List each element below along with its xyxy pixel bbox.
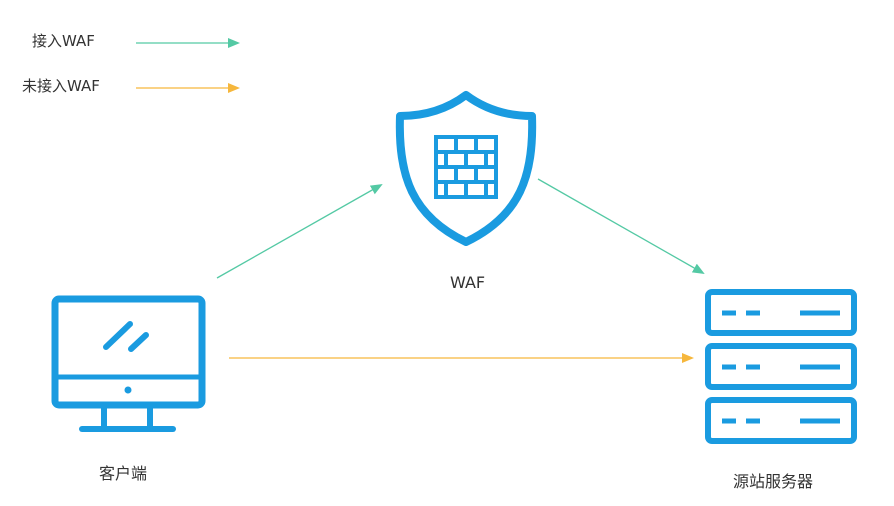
- legend-label-with-waf: 接入WAF: [32, 32, 95, 50]
- arrow-waf-to-origin: [537, 178, 705, 274]
- origin-server-label: 源站服务器: [733, 472, 814, 491]
- legend-label-without-waf: 未接入WAF: [22, 77, 100, 95]
- arrow-client-to-waf: [216, 184, 383, 279]
- client-label: 客户端: [99, 464, 148, 483]
- server-rack-icon: [705, 289, 857, 444]
- monitor-icon: [51, 295, 206, 432]
- shield-firewall-icon: [395, 91, 537, 246]
- waf-label: WAF: [450, 273, 486, 292]
